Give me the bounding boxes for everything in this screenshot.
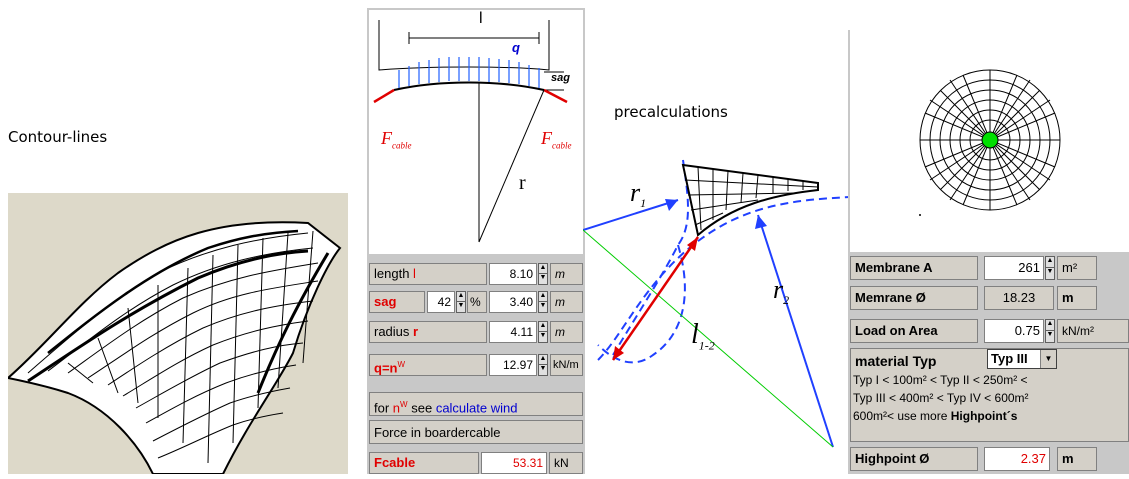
membrane-mesh-drawing bbox=[5, 221, 342, 475]
force-heading: Force in boardercable bbox=[369, 420, 583, 444]
material-line-1: Typ I < 100m² < Typ II < 250m² < bbox=[853, 373, 1028, 387]
load-on-area-unit: kN/m² bbox=[1057, 319, 1129, 343]
radius-input[interactable]: 4.11 bbox=[489, 321, 537, 343]
length-up-icon[interactable]: ▲ bbox=[539, 264, 547, 274]
membrane-diameter-unit: m bbox=[1057, 286, 1097, 310]
sag-percent-stepper[interactable]: ▲▼ bbox=[456, 291, 466, 313]
material-line-3: 600m²< use more Highpoint´s bbox=[853, 409, 1018, 423]
length-input[interactable]: 8.10 bbox=[489, 263, 537, 285]
length-symbol: l bbox=[479, 10, 483, 27]
membrane-plan-view bbox=[850, 30, 1129, 252]
length-unit: m bbox=[550, 263, 583, 285]
load-symbol: q bbox=[512, 40, 520, 55]
highpoint-value: 2.37 bbox=[984, 447, 1050, 471]
highpoint-unit: m bbox=[1057, 447, 1097, 471]
membrane-area-label: Membrane A bbox=[850, 256, 978, 280]
calculate-wind-link[interactable]: calculate wind bbox=[435, 400, 518, 416]
q-down-icon[interactable]: ▼ bbox=[539, 365, 547, 372]
material-line-2: Typ III < 400m² < Typ IV < 600m² bbox=[853, 391, 1029, 405]
radius-up-icon[interactable]: ▲ bbox=[539, 322, 547, 332]
sag-stepper[interactable]: ▲▼ bbox=[538, 291, 548, 313]
load-up-icon[interactable]: ▲ bbox=[1046, 320, 1054, 331]
membrane-area-up-icon[interactable]: ▲ bbox=[1046, 257, 1054, 268]
fcable-label: Fcable bbox=[369, 452, 479, 474]
radius-symbol: r bbox=[519, 172, 526, 194]
precalculations-title: precalculations bbox=[614, 103, 728, 121]
q-label: q=nW bbox=[369, 354, 487, 376]
radius-label: radius r bbox=[369, 321, 487, 343]
load-on-area-label: Load on Area bbox=[850, 319, 978, 343]
q-up-icon[interactable]: ▲ bbox=[539, 355, 547, 365]
length-down-icon[interactable]: ▼ bbox=[539, 274, 547, 281]
membrane-area-unit: m² bbox=[1057, 256, 1097, 280]
material-selected: Typ III bbox=[991, 351, 1028, 366]
sag-symbol: sag bbox=[551, 72, 570, 84]
load-on-area-stepper[interactable]: ▲▼ bbox=[1045, 319, 1055, 343]
sag-percent-input[interactable]: 42 bbox=[427, 291, 455, 313]
sag-label: sag bbox=[369, 291, 425, 313]
load-down-icon[interactable]: ▼ bbox=[1046, 331, 1054, 338]
cable-diagram: l q sag Fcable Fcable r bbox=[369, 10, 583, 254]
radius-diagram: r1 r2 l1-2 bbox=[582, 145, 851, 474]
q-unit: kN/m bbox=[550, 354, 583, 376]
radius-stepper[interactable]: ▲▼ bbox=[538, 321, 548, 343]
sag-unit: m bbox=[550, 291, 583, 313]
r2-label: r2 bbox=[773, 275, 790, 308]
membrane-area-input[interactable]: 261 bbox=[984, 256, 1044, 280]
sag-percent-unit: % bbox=[467, 291, 487, 313]
length-stepper[interactable]: ▲▼ bbox=[538, 263, 548, 285]
radius-down-icon[interactable]: ▼ bbox=[539, 332, 547, 339]
r1-label: r1 bbox=[630, 178, 647, 211]
sag-percent-up-icon[interactable]: ▲ bbox=[457, 292, 465, 302]
fcable-value: 53.31 bbox=[481, 452, 547, 474]
l12-label: l1-2 bbox=[691, 319, 715, 353]
radius-unit: m bbox=[550, 321, 583, 343]
sag-input[interactable]: 3.40 bbox=[489, 291, 537, 313]
dropdown-arrow-icon[interactable]: ▼ bbox=[1040, 350, 1056, 368]
q-stepper[interactable]: ▲▼ bbox=[538, 354, 548, 376]
force-left-label: Fcable bbox=[381, 128, 412, 151]
material-select[interactable]: Typ III ▼ bbox=[987, 349, 1057, 369]
contour-lines-title: Contour-lines bbox=[8, 128, 108, 146]
contour-mesh-view bbox=[5, 193, 348, 475]
fcable-unit: kN bbox=[549, 452, 583, 474]
membrane-diameter-label: Memrane Ø bbox=[850, 286, 978, 310]
sag-up-icon[interactable]: ▲ bbox=[539, 292, 547, 302]
sag-percent-down-icon[interactable]: ▼ bbox=[457, 302, 465, 309]
membrane-diameter-value: 18.23 bbox=[984, 286, 1054, 310]
membrane-area-stepper[interactable]: ▲▼ bbox=[1045, 256, 1055, 280]
q-input[interactable]: 12.97 bbox=[489, 354, 537, 376]
material-box: material Typ Typ III ▼ Typ I < 100m² < T… bbox=[850, 348, 1129, 442]
force-right-label: Fcable bbox=[541, 128, 572, 151]
load-on-area-input[interactable]: 0.75 bbox=[984, 319, 1044, 343]
highpoint-label: Highpoint Ø bbox=[850, 447, 978, 471]
membrane-area-down-icon[interactable]: ▼ bbox=[1046, 268, 1054, 275]
length-label: length l bbox=[369, 263, 487, 285]
material-label: material Typ bbox=[855, 353, 937, 369]
sag-down-icon[interactable]: ▼ bbox=[539, 302, 547, 309]
wind-note: for nW see calculate wind bbox=[369, 392, 583, 416]
